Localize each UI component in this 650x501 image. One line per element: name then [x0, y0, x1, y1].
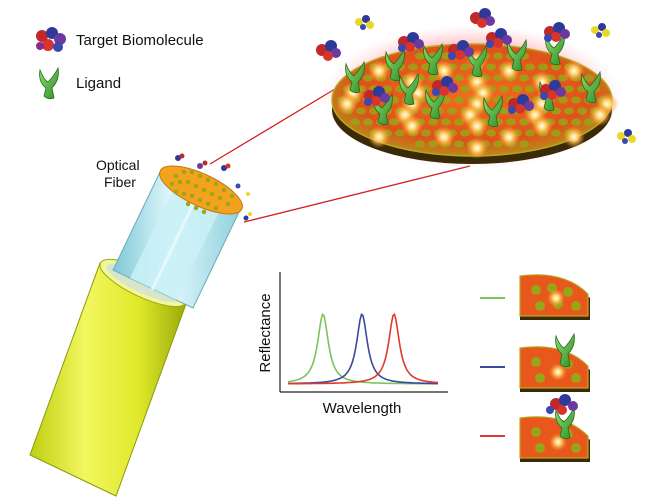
surface-target [448, 40, 474, 60]
surface-hotspot [466, 115, 488, 137]
surface-hotspot [368, 60, 390, 82]
surface-well [428, 118, 438, 126]
surface-well [415, 52, 425, 60]
surface-hotspot [433, 126, 455, 148]
surface-hotspot [433, 60, 455, 82]
state-thumbnail-bound [519, 394, 590, 462]
magnified-sensor-surface [322, 22, 622, 169]
surface-target [364, 86, 390, 106]
surface-well [499, 85, 509, 93]
surface-ligand [399, 72, 419, 106]
surface-well [571, 118, 581, 126]
surface-well [363, 118, 373, 126]
surface-ligand [581, 70, 601, 104]
surface-well [538, 63, 548, 71]
surface-well [421, 129, 431, 137]
surface-hotspot [563, 126, 585, 148]
surface-well [454, 74, 464, 82]
surface-hotspot [589, 104, 611, 126]
surface-well [421, 107, 431, 115]
surface-well [519, 140, 529, 148]
state-thumbnail-ligand [519, 332, 590, 392]
surface-well [447, 107, 457, 115]
surface-ligand [423, 42, 443, 76]
surface-hotspot [336, 93, 358, 115]
surface-ligand [507, 38, 527, 72]
surface-ligand [483, 94, 503, 128]
reflectance-curve-2 [287, 313, 438, 385]
target-biomolecule-icon [36, 27, 66, 52]
surface-ligand [425, 86, 445, 120]
reflectance-curve-1 [287, 313, 438, 385]
surface-target [540, 80, 566, 100]
fiber-label-line2: Fiber [104, 174, 136, 190]
optical-fiber [29, 153, 252, 497]
surface-ligand [345, 60, 365, 94]
surface-hotspot [466, 137, 488, 159]
surface-well [512, 85, 522, 93]
surface-hotspot [401, 115, 423, 137]
surface-target [544, 22, 570, 42]
surface-well [564, 107, 574, 115]
surface-well [441, 118, 451, 126]
surface-target [508, 94, 534, 114]
surface-well [558, 96, 568, 104]
reflectance-curve-3 [288, 313, 439, 385]
surface-well [486, 63, 496, 71]
surface-hotspot [531, 115, 553, 137]
surface-hotspot [563, 60, 585, 82]
floating-molecules [316, 8, 636, 144]
surface-well [493, 52, 503, 60]
surface-well [486, 129, 496, 137]
surface-well [551, 129, 561, 137]
surface-well [454, 140, 464, 148]
fiber-tip-molecules [175, 153, 252, 221]
surface-well [525, 63, 535, 71]
surface-well [415, 140, 425, 148]
legend-ligand-label: Ligand [76, 75, 121, 92]
surface-well [499, 107, 509, 115]
surface-target [398, 32, 424, 52]
state-thumbnail-bare [519, 274, 590, 320]
surface-well [551, 63, 561, 71]
surface-well [519, 74, 529, 82]
fiber-label-line1: Optical [96, 157, 140, 173]
surface-well [584, 74, 594, 82]
surface-ligand [545, 32, 565, 66]
surface-target [432, 76, 458, 96]
surface-well [408, 63, 418, 71]
surface-hotspot [498, 126, 520, 148]
x-axis-label: Wavelength [323, 400, 402, 417]
surface-ligand [467, 44, 487, 78]
surface-hotspot [368, 126, 390, 148]
surface-well [564, 85, 574, 93]
reflectance-chart: Wavelength Reflectance [257, 272, 448, 417]
state-legend [480, 274, 590, 462]
surface-target [486, 28, 512, 48]
surface-well [454, 96, 464, 104]
y-axis-label: Reflectance [257, 293, 274, 372]
ligand-icon [39, 66, 59, 100]
surface-well [350, 118, 360, 126]
surface-ligand [385, 48, 405, 82]
legend: Target Biomolecule Ligand [36, 27, 204, 100]
surface-well [558, 118, 568, 126]
surface-well [577, 107, 587, 115]
surface-well [356, 107, 366, 115]
legend-target-label: Target Biomolecule [76, 32, 204, 49]
surface-targets [364, 22, 570, 114]
surface-well [506, 118, 516, 126]
surface-well [571, 96, 581, 104]
fiber-tip-dots [169, 169, 235, 215]
